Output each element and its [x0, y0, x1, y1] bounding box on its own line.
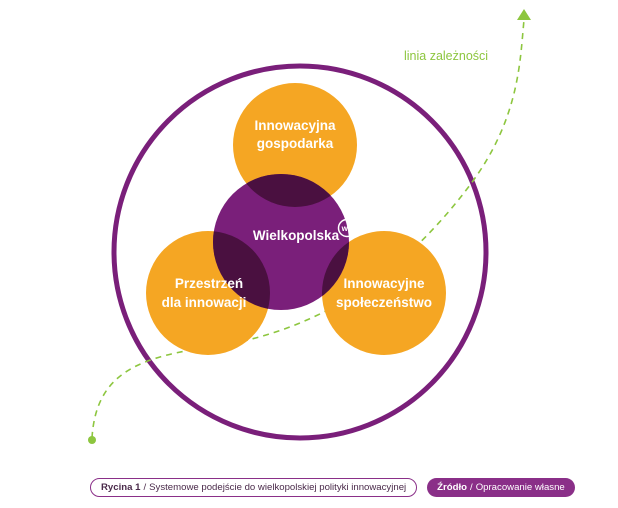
source-separator: /	[470, 482, 473, 493]
node-innovative-economy-circle	[233, 83, 357, 207]
node-innovative-economy-label-2: gospodarka	[257, 136, 334, 151]
dependency-line-label: linia zależności	[404, 49, 488, 63]
node-innovation-space-label-1: Przestrzeń	[175, 276, 243, 291]
node-innovative-society-label-1: Innowacyjne	[343, 276, 425, 291]
dependency-line-arrowhead	[517, 9, 531, 20]
figure-separator: /	[143, 482, 147, 493]
caption-bar: Rycina 1 / Systemowe podejście do wielko…	[90, 478, 575, 497]
figure-caption: Rycina 1 / Systemowe podejście do wielko…	[90, 478, 418, 497]
figure-text: Systemowe podejście do wielkopolskiej po…	[149, 482, 407, 493]
dependency-line-start-dot	[88, 436, 96, 444]
source-text: Opracowanie własne	[475, 482, 565, 493]
svg-text:wk: wk	[341, 224, 353, 233]
figure-label: Rycina 1	[101, 482, 141, 493]
node-innovation-space-label-2: dla innowacji	[162, 295, 247, 310]
node-innovative-economy-label-1: Innowacyjna	[254, 118, 336, 133]
node-innovative-society-circle	[322, 231, 446, 355]
source-caption: Źródło / Opracowanie własne	[427, 478, 575, 497]
outer-system-ring	[111, 63, 489, 441]
node-wielkopolska-label: Wielkopolska	[253, 228, 340, 243]
source-label: Źródło	[437, 482, 468, 493]
node-innovative-society-label-2: społeczeństwo	[336, 295, 432, 310]
overlap-left	[213, 231, 270, 310]
wk-logo-icon: wk	[337, 218, 357, 238]
